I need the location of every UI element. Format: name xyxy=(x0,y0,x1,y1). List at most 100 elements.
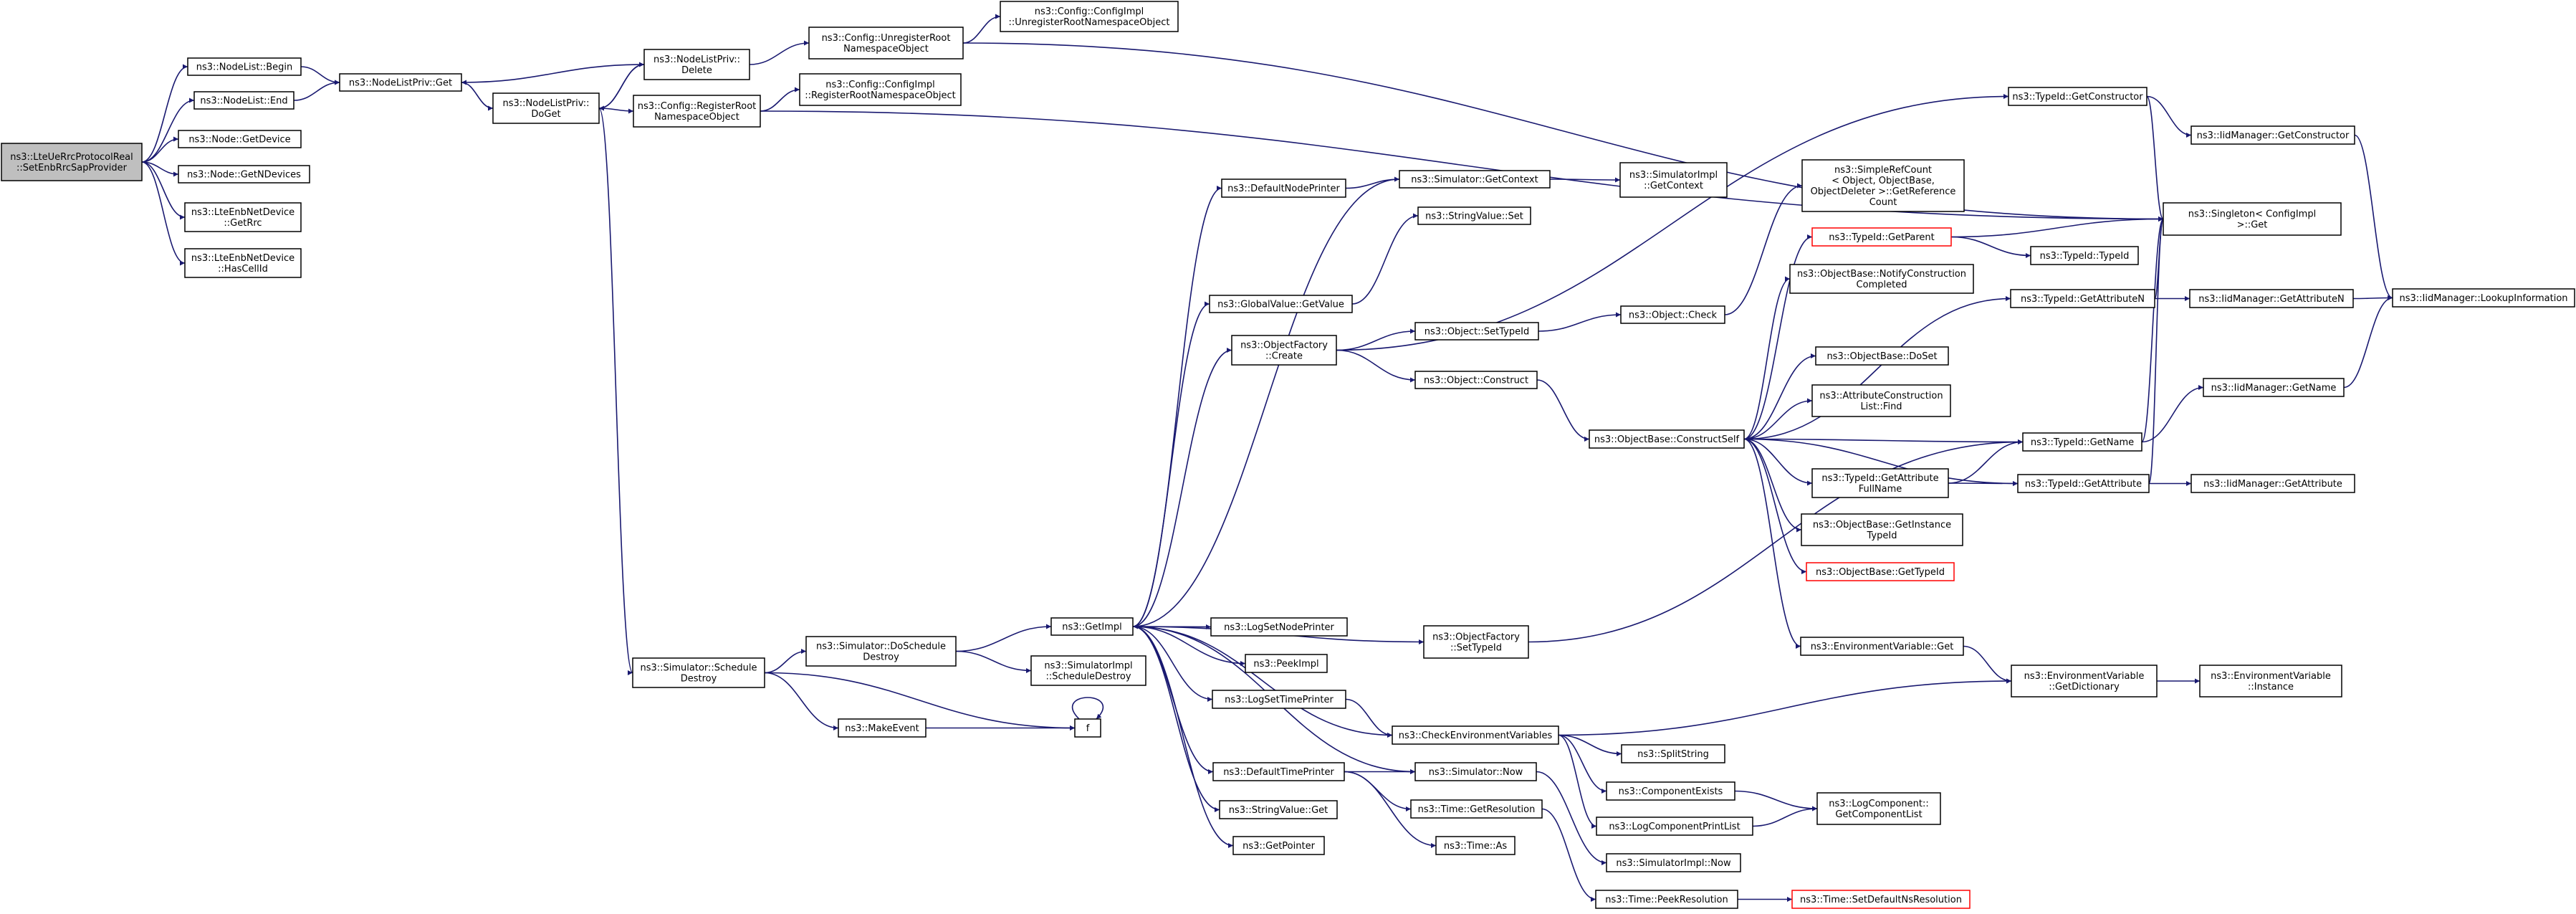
function-node-iidmgr_getattributen[interactable]: ns3::IidManager::GetAttributeN xyxy=(2189,289,2354,308)
function-node-defaultnodeprinter[interactable]: ns3::DefaultNodePrinter xyxy=(1221,178,1346,198)
function-node-iidmgr_getname[interactable]: ns3::IidManager::GetName xyxy=(2203,378,2345,397)
function-node-envvar_get[interactable]: ns3::EnvironmentVariable::Get xyxy=(1800,637,1964,656)
function-node-checkenvvars[interactable]: ns3::CheckEnvironmentVariables xyxy=(1392,725,1559,745)
function-node-objbase_gettypeid[interactable]: ns3::ObjectBase::GetTypeId xyxy=(1806,562,1955,581)
function-node-singleton_get[interactable]: ns3::Singleton< ConfigImpl >::Get xyxy=(2163,202,2342,236)
function-node-envvar_getdict[interactable]: ns3::EnvironmentVariable::GetDictionary xyxy=(2011,665,2158,698)
function-node-box xyxy=(2011,665,2158,698)
function-node-nlp_doget[interactable]: ns3::NodeListPriv::DoGet xyxy=(492,92,600,124)
call-edge-checkenvvars-to-splitstring xyxy=(1558,734,1622,756)
function-node-simimpl_scheddestroy[interactable]: ns3::SimulatorImpl::ScheduleDestroy xyxy=(1030,655,1146,686)
function-node-box xyxy=(1209,295,1353,313)
function-node-logcomp_getlist[interactable]: ns3::LogComponent::GetComponentList xyxy=(1816,792,1941,825)
function-node-typeid_getattributen[interactable]: ns3::TypeId::GetAttributeN xyxy=(2010,289,2155,308)
function-node-typeid_getparent[interactable]: ns3::TypeId::GetParent xyxy=(1811,227,1952,247)
function-node-simplerefcount[interactable]: ns3::SimpleRefCount< Object, ObjectBase,… xyxy=(1801,159,1965,212)
function-node-typeid_typeid[interactable]: ns3::TypeId::TypeId xyxy=(2030,246,2139,265)
function-node-box xyxy=(1074,718,1101,738)
function-node-typeid_getconstructor[interactable]: ns3::TypeId::GetConstructor xyxy=(2008,87,2148,106)
function-node-label: ns3::Object::Check xyxy=(1629,310,1718,321)
function-node-box xyxy=(184,248,302,278)
function-node-cfg_reg[interactable]: ns3::Config::RegisterRootNamespaceObject xyxy=(633,95,761,128)
function-node-f[interactable]: f xyxy=(1074,718,1101,738)
function-node-logcompprintlist[interactable]: ns3::LogComponentPrintList xyxy=(1596,817,1753,836)
function-node-box xyxy=(1801,513,1963,546)
call-edge-line xyxy=(1743,438,2024,444)
function-node-iidmgr_getconstructor[interactable]: ns3::IidManager::GetConstructor xyxy=(2190,125,2355,145)
function-node-defaulttimeprinter[interactable]: ns3::DefaultTimePrinter xyxy=(1212,762,1345,781)
function-node-objbase_doset[interactable]: ns3::ObjectBase::DoSet xyxy=(1815,346,1949,366)
function-node-cfgimpl_reg[interactable]: ns3::Config::ConfigImpl::RegisterRootNam… xyxy=(799,73,962,106)
function-node-object_check[interactable]: ns3::Object::Check xyxy=(1620,305,1725,324)
call-edge-line xyxy=(2146,95,2164,222)
function-node-nlp_get[interactable]: ns3::NodeListPriv::Get xyxy=(339,73,462,92)
call-edge-line xyxy=(1132,626,1213,702)
function-node-node_getdevice[interactable]: ns3::Node::GetDevice xyxy=(178,130,302,148)
function-node-sim_getcontext[interactable]: ns3::Simulator::GetContext xyxy=(1399,170,1551,189)
function-node-label: ns3::TypeId::GetAttribute xyxy=(2025,479,2142,490)
function-node-stringvalue_get[interactable]: ns3::StringValue::Get xyxy=(1219,800,1338,819)
function-node-label: ns3::ObjectBase::DoSet xyxy=(1826,351,1937,362)
function-node-label: NamespaceObject xyxy=(654,112,739,123)
function-node-box xyxy=(1423,625,1529,659)
call-edge-line xyxy=(1132,178,1400,629)
function-node-envvar_instance[interactable]: ns3::EnvironmentVariable::Instance xyxy=(2199,665,2342,698)
call-edge-line xyxy=(1950,216,2164,238)
function-node-objbase_constructself[interactable]: ns3::ObjectBase::ConstructSelf xyxy=(1589,429,1745,449)
function-node-root[interactable]: ns3::LteUeRrcProtocolReal::SetEnbRrcSapP… xyxy=(1,143,143,181)
function-node-node_getndevices[interactable]: ns3::Node::GetNDevices xyxy=(178,165,310,184)
function-node-object_construct[interactable]: ns3::Object::Construct xyxy=(1414,371,1538,389)
function-node-getpointer[interactable]: ns3::GetPointer xyxy=(1232,836,1325,855)
function-node-typeid_getname[interactable]: ns3::TypeId::GetName xyxy=(2022,432,2142,452)
function-node-nl_begin[interactable]: ns3::NodeList::Begin xyxy=(187,57,302,76)
call-edge-objbase_constructself-to-typeid_getattrfullname xyxy=(1743,438,1813,486)
function-node-enb_hascellid[interactable]: ns3::LteEnbNetDevice::HasCellId xyxy=(184,248,302,278)
function-node-peekimpl[interactable]: ns3::PeekImpl xyxy=(1245,654,1328,673)
function-node-label: TypeId xyxy=(1867,530,1897,541)
function-node-objfactory_create[interactable]: ns3::ObjectFactory::Create xyxy=(1231,335,1337,366)
function-node-typeid_getattribute[interactable]: ns3::TypeId::GetAttribute xyxy=(2017,474,2150,493)
call-edge-time_getresolution-to-time_peekresolution xyxy=(1541,808,1596,902)
call-edge-logcompprintlist-to-logcomp_getlist xyxy=(1752,806,1818,827)
function-node-box xyxy=(1000,1,1179,32)
function-node-time_as[interactable]: ns3::Time::As xyxy=(1435,836,1516,855)
function-node-simimpl_getcontext[interactable]: ns3::SimulatorImpl::GetContext xyxy=(1619,162,1728,198)
function-node-nl_end[interactable]: ns3::NodeList::End xyxy=(193,91,295,110)
function-node-box xyxy=(1399,170,1551,189)
function-node-splitstring[interactable]: ns3::SplitString xyxy=(1621,744,1725,763)
function-node-stringvalue_set[interactable]: ns3::StringValue::Set xyxy=(1417,206,1531,225)
function-node-logsetnodeprinter[interactable]: ns3::LogSetNodePrinter xyxy=(1210,617,1348,637)
function-node-globalvalue_getvalue[interactable]: ns3::GlobalValue::GetValue xyxy=(1209,295,1353,313)
function-node-getimpl[interactable]: ns3::GetImpl xyxy=(1050,617,1134,636)
function-node-logsettimeprinter[interactable]: ns3::LogSetTimePrinter xyxy=(1212,690,1346,709)
function-node-cfgimpl_unreg[interactable]: ns3::Config::ConfigImpl::UnregisterRootN… xyxy=(1000,1,1179,32)
function-node-objfactory_settypeid[interactable]: ns3::ObjectFactory::SetTypeId xyxy=(1423,625,1529,659)
function-node-simimpl_now[interactable]: ns3::SimulatorImpl::Now xyxy=(1606,853,1741,872)
function-node-objbase_notify[interactable]: ns3::ObjectBase::NotifyConstructionCompl… xyxy=(1789,264,1974,294)
function-node-box xyxy=(805,636,957,667)
function-node-time_setdefaultns[interactable]: ns3::Time::SetDefaultNsResolution xyxy=(1791,890,1971,909)
function-node-box xyxy=(1,143,143,181)
function-node-sim_now[interactable]: ns3::Simulator::Now xyxy=(1414,762,1537,781)
function-node-iidmgr_lookupinfo[interactable]: ns3::IidManager::LookupInformation xyxy=(2392,288,2575,308)
function-node-box xyxy=(1619,162,1728,198)
function-node-sim_schedule_destroy[interactable]: ns3::Simulator::ScheduleDestroy xyxy=(632,657,765,688)
call-edge-sim_schedule_destroy-to-f xyxy=(764,672,1076,730)
function-node-iidmgr_getattribute[interactable]: ns3::IidManager::GetAttribute xyxy=(2190,474,2355,493)
function-node-makeevent[interactable]: ns3::MakeEvent xyxy=(838,718,927,738)
call-edge-root-to-nl_end xyxy=(141,97,195,163)
function-node-object_settypeid[interactable]: ns3::Object::SetTypeId xyxy=(1414,322,1539,341)
function-node-time_peekresolution[interactable]: ns3::Time::PeekResolution xyxy=(1595,890,1738,909)
function-node-enb_getrrc[interactable]: ns3::LteEnbNetDevice::GetRrc xyxy=(184,202,302,232)
call-edge-line xyxy=(1950,236,2031,258)
function-node-label: ns3::GlobalValue::GetValue xyxy=(1217,300,1344,310)
function-node-cfg_unreg[interactable]: ns3::Config::UnregisterRootNamespaceObje… xyxy=(808,27,964,59)
function-node-componentexists[interactable]: ns3::ComponentExists xyxy=(1606,781,1735,801)
call-edge-line xyxy=(764,672,1076,730)
function-node-time_getresolution[interactable]: ns3::Time::GetResolution xyxy=(1410,799,1543,819)
function-node-nlp_delete[interactable]: ns3::NodeListPriv::Delete xyxy=(643,49,750,80)
